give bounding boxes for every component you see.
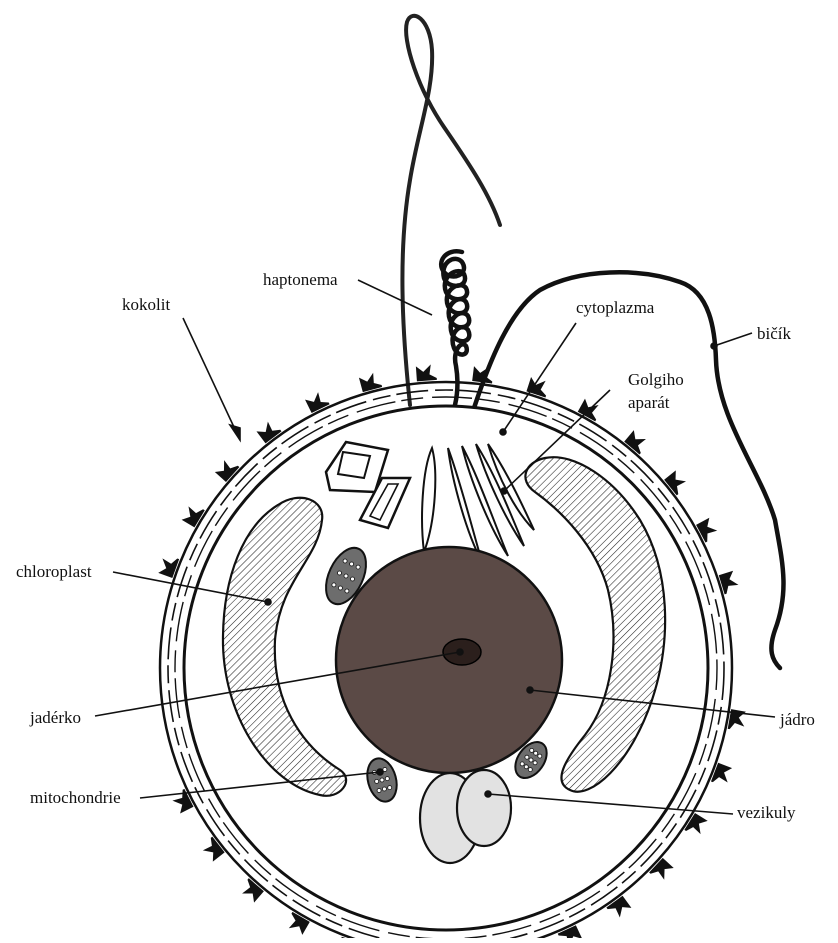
coccolith (238, 878, 264, 903)
mitochondrion-crista (528, 768, 532, 772)
label-jaderko: jadérko (30, 708, 81, 728)
mitochondrion-crista (520, 762, 524, 766)
mitochondrion-crista (345, 589, 349, 593)
label-vezikuly: vezikuly (737, 803, 796, 823)
mitochondrion-crista (529, 758, 533, 762)
label-jadro: jádro (780, 710, 815, 730)
label-haptonema: haptonema (263, 270, 338, 290)
coccolith (284, 912, 309, 936)
mitochondrion-crista (344, 574, 348, 578)
mitochondrion-crista (377, 789, 381, 793)
label-mitochondrie: mitochondrie (30, 788, 121, 808)
mitochondrion-crista (538, 754, 542, 758)
label-cytoplazma: cytoplazma (576, 298, 654, 318)
mitochondrion-crista (380, 778, 384, 782)
mitochondrion-crista (534, 751, 538, 755)
coccolith (416, 364, 437, 381)
mitochondrion-crista (385, 777, 389, 781)
coccolith (606, 896, 632, 921)
label-chloroplast: chloroplast (16, 562, 92, 582)
mitochondrion-crista (356, 565, 360, 569)
label-kokolit: kokolit (122, 295, 170, 315)
coccolith (684, 813, 708, 838)
mitochondrion-crista (332, 583, 336, 587)
mitochondrion-crista (533, 761, 537, 765)
mitochondrion-crista (382, 787, 386, 791)
mitochondrion-crista (388, 786, 392, 790)
label-bicik: bičík (757, 324, 791, 344)
mitochondrion-crista (338, 586, 342, 590)
mitochondrion-crista (530, 748, 534, 752)
coccolith (696, 517, 720, 542)
coccolith (200, 837, 225, 863)
label-golgi-line1: Golgiho (628, 370, 684, 390)
coccolith (624, 429, 650, 454)
mitochondrion-crista (351, 577, 355, 581)
mitochondrion-crista (338, 571, 342, 575)
mitochondrion-crista (525, 755, 529, 759)
mitochondrion-crista (343, 559, 347, 563)
coccolith (256, 419, 282, 444)
coccolith (214, 456, 239, 482)
coccolith (649, 858, 674, 884)
mitochondrion-crista (375, 779, 379, 783)
label-golgi-line2: aparát (628, 393, 670, 413)
coccolith (558, 925, 583, 938)
coccolith (664, 470, 689, 496)
mitochondrion-crista (524, 765, 528, 769)
coccolith (181, 502, 205, 527)
mitochondrion-crista (350, 562, 354, 566)
